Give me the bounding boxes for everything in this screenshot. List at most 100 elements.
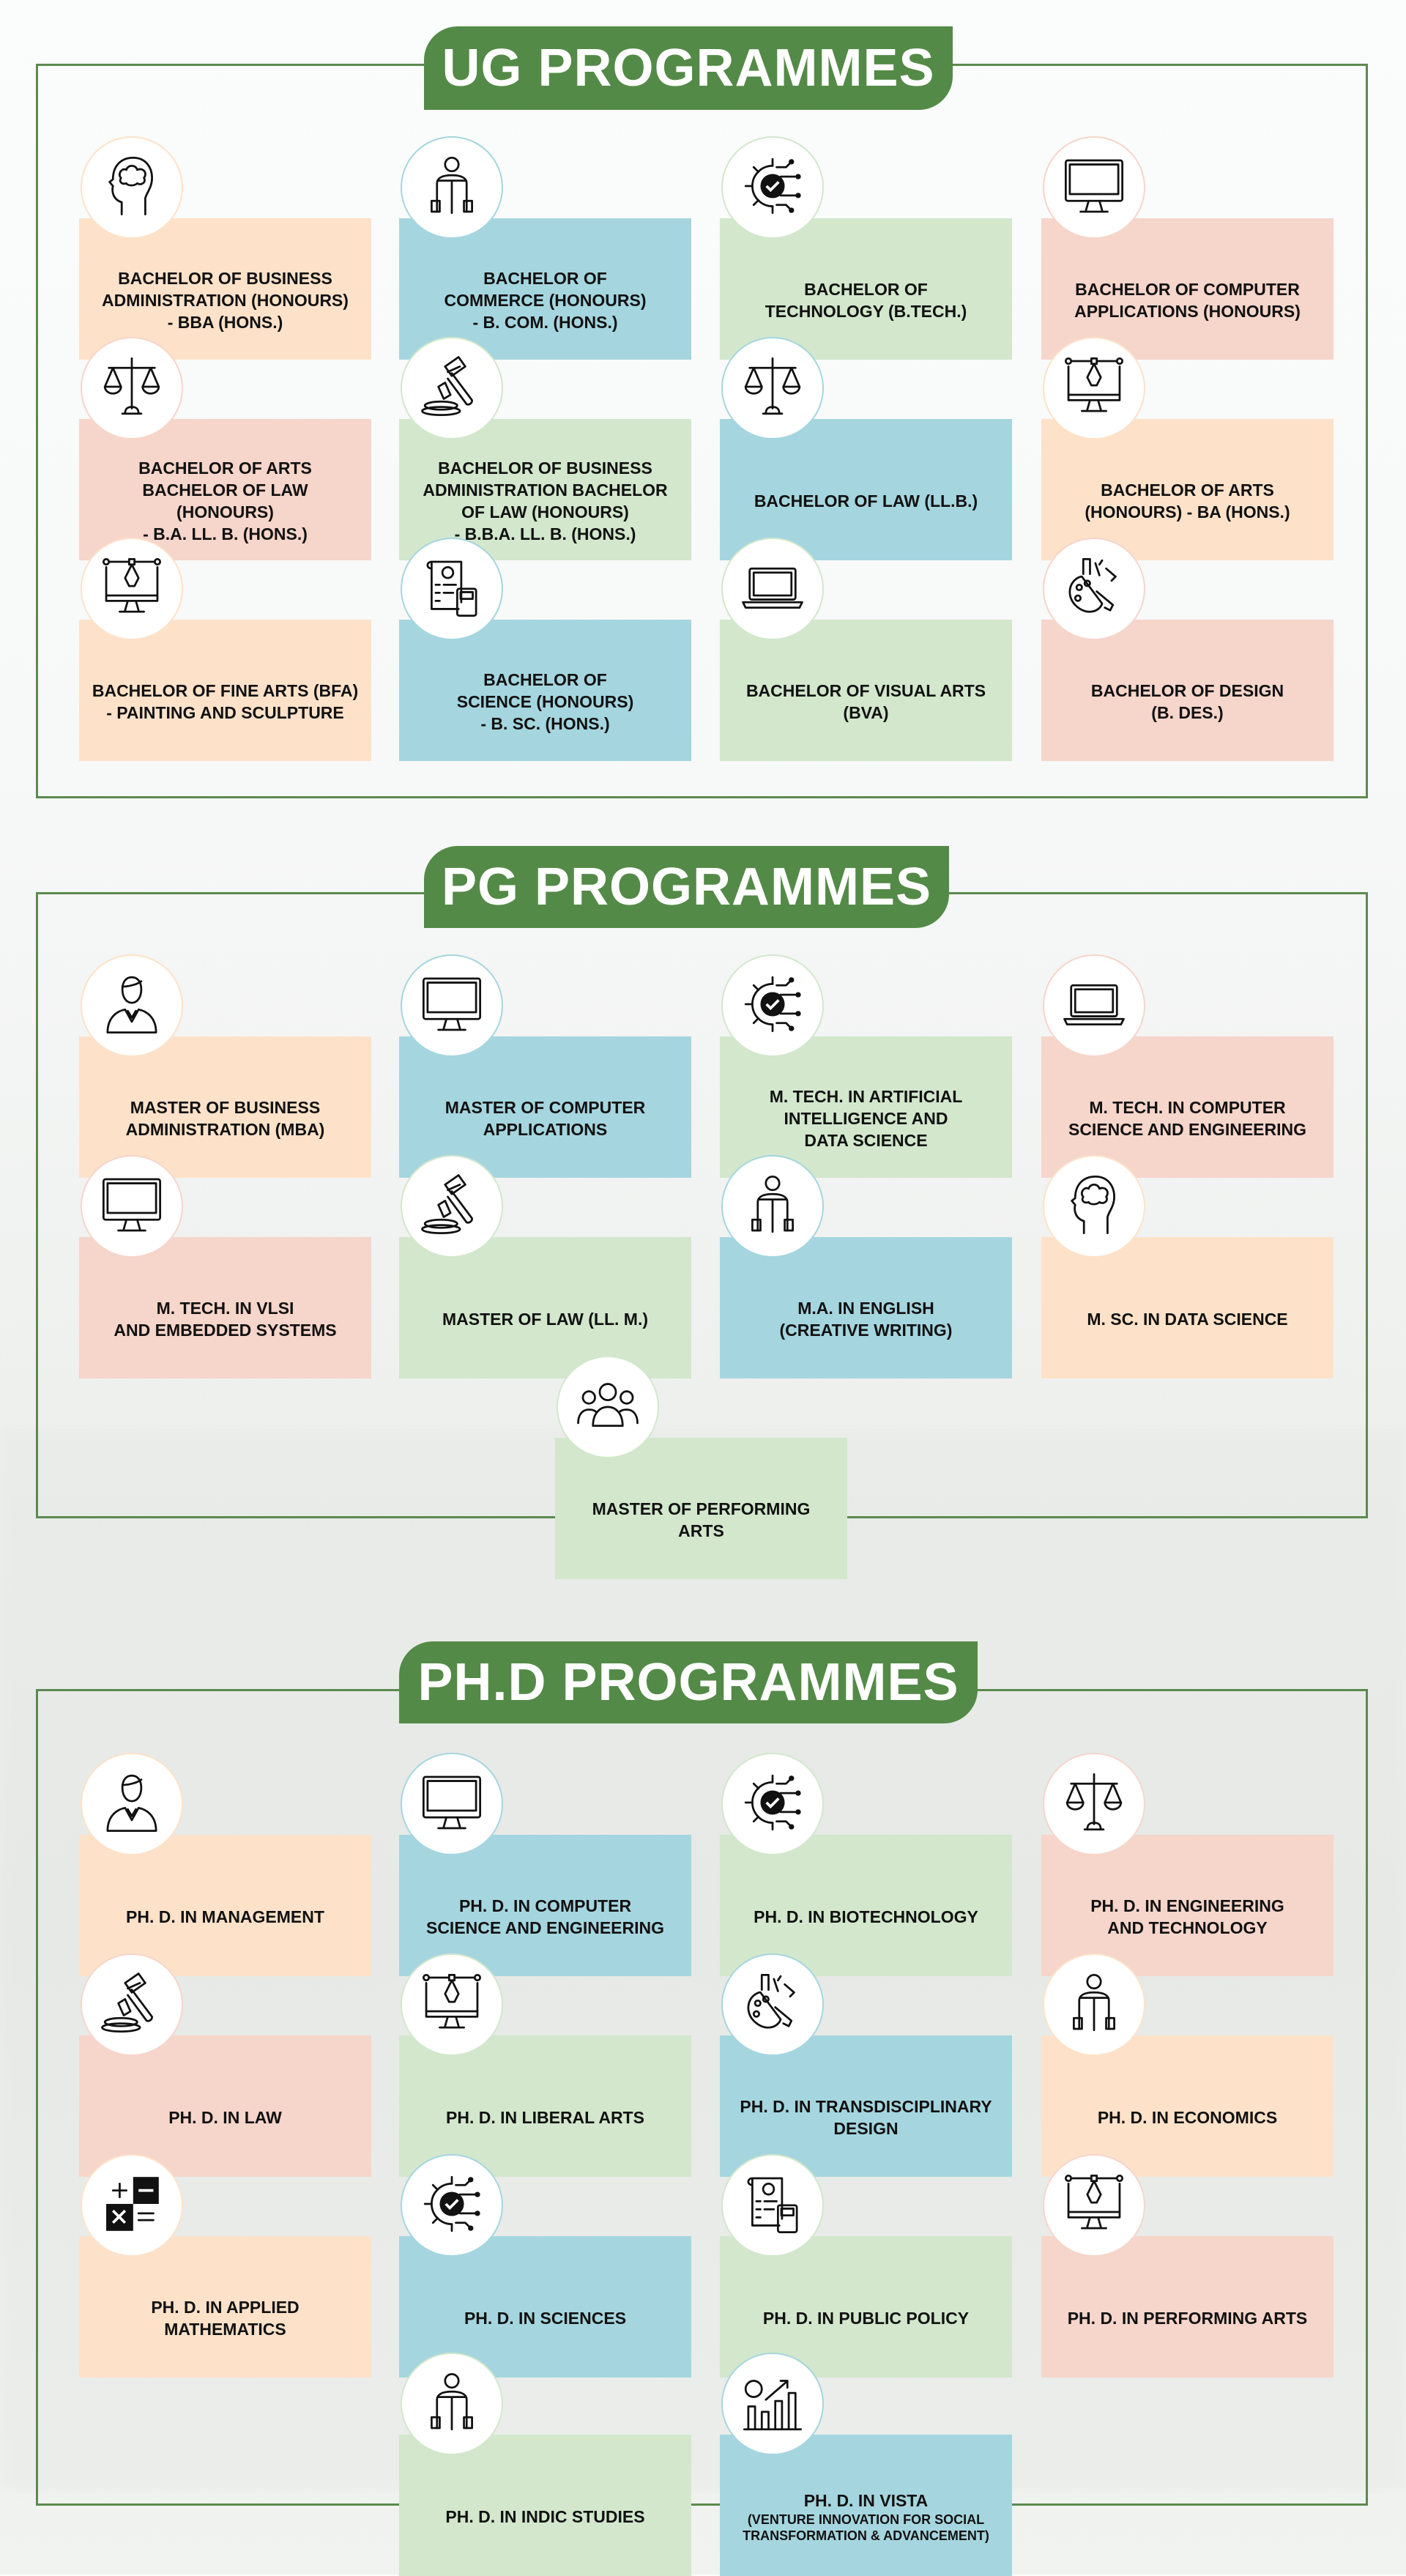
programme-card[interactable]: PH. D. IN BIOTECHNOLOGY	[720, 1835, 1012, 1976]
programme-card[interactable]: BACHELOR OF BUSINESS ADMINISTRATION BACH…	[399, 419, 691, 560]
programme-name: MASTER OF LAW (LL. M.)	[442, 1309, 649, 1329]
monitor-icon	[418, 970, 486, 1042]
programme-name: PH. D. IN TRANSDISCIPLINARY DESIGN	[740, 2096, 992, 2138]
programme-name: PH. D. IN PUBLIC POLICY	[762, 2308, 970, 2328]
programme-icon-badge	[721, 337, 824, 439]
laptop-icon	[1060, 970, 1128, 1042]
programme-icon-badge	[721, 2353, 824, 2455]
programme-card[interactable]: BACHELOR OF LAW (LL.B.)	[720, 419, 1012, 560]
programme-icon-badge	[721, 2154, 824, 2257]
programme-name: BACHELOR OF TECHNOLOGY (B.TECH.)	[765, 279, 967, 321]
programme-name: BACHELOR OF COMMERCE (HONOURS) - B. COM.…	[444, 268, 647, 332]
programme-name: M.A. IN ENGLISH (CREATIVE WRITING)	[779, 1298, 953, 1340]
monitor-icon	[98, 1171, 165, 1242]
programme-card-text: BACHELOR OF LAW (LL.B.)	[754, 490, 978, 512]
programme-name: PH. D. IN LAW	[168, 2107, 282, 2127]
programme-card-text: MASTER OF PERFORMING ARTS	[592, 1498, 811, 1542]
programme-card[interactable]: PH. D. IN VISTA(VENTURE INNOVATION FOR S…	[720, 2435, 1012, 2576]
scales-icon	[1060, 1769, 1128, 1840]
gear-check-icon	[739, 970, 806, 1042]
palette-icon	[739, 1970, 806, 2041]
programme-card-text: BACHELOR OF SCIENCE (HONOURS) - B. SC. (…	[457, 669, 634, 735]
programme-card[interactable]: MASTER OF LAW (LL. M.)	[399, 1237, 691, 1378]
programme-card[interactable]: MASTER OF BUSINESS ADMINISTRATION (MBA)	[79, 1036, 371, 1178]
scales-icon	[98, 353, 165, 424]
programme-subtitle: (VENTURE INNOVATION FOR SOCIAL TRANSFORM…	[743, 2512, 989, 2543]
programme-name: PH. D. IN MANAGEMENT	[126, 1907, 324, 1926]
pen-monitor-icon	[1060, 353, 1128, 424]
programme-card[interactable]: BACHELOR OF ARTS BACHELOR OF LAW (HONOUR…	[79, 419, 371, 560]
programme-card[interactable]: MASTER OF PERFORMING ARTS	[555, 1438, 847, 1579]
programme-card[interactable]: M.A. IN ENGLISH (CREATIVE WRITING)	[720, 1237, 1012, 1378]
programme-card[interactable]: PH. D. IN APPLIED MATHEMATICS	[79, 2236, 371, 2378]
programme-card-text: BACHELOR OF ARTS BACHELOR OF LAW (HONOUR…	[138, 457, 312, 545]
programme-name: BACHELOR OF ARTS (HONOURS) - BA (HONS.)	[1085, 480, 1290, 521]
programme-card-text: M. SC. IN DATA SCIENCE	[1087, 1308, 1287, 1330]
programme-icon-badge	[1043, 1155, 1145, 1258]
programme-card-text: BACHELOR OF FINE ARTS (BFA) - PAINTING A…	[92, 680, 358, 724]
programme-icon-badge	[81, 2154, 183, 2257]
programme-card-text: PH. D. IN PERFORMING ARTS	[1068, 2307, 1308, 2329]
programme-card-text: PH. D. IN LIBERAL ARTS	[446, 2107, 644, 2128]
programme-card-text: BACHELOR OF TECHNOLOGY (B.TECH.)	[765, 278, 967, 322]
programme-card[interactable]: BACHELOR OF FINE ARTS (BFA) - PAINTING A…	[79, 620, 371, 761]
programme-name: BACHELOR OF BUSINESS ADMINISTRATION BACH…	[423, 458, 668, 543]
programme-card[interactable]: M. TECH. IN COMPUTER SCIENCE AND ENGINEE…	[1041, 1036, 1334, 1178]
programme-card-text: BACHELOR OF BUSINESS ADMINISTRATION BACH…	[423, 457, 667, 545]
programme-icon-badge	[81, 1753, 183, 1855]
programme-card[interactable]: PH. D. IN PERFORMING ARTS	[1041, 2236, 1334, 2378]
programme-card[interactable]: PH. D. IN LAW	[79, 2035, 371, 2177]
reader-icon	[739, 1171, 806, 1242]
programme-icon-badge	[1043, 954, 1145, 1057]
programme-icon-badge	[1043, 538, 1145, 640]
pen-monitor-icon	[418, 1970, 486, 2041]
programme-icon-badge	[401, 136, 503, 239]
programme-card-text: MASTER OF BUSINESS ADMINISTRATION (MBA)	[126, 1096, 325, 1140]
programme-name: M. TECH. IN ARTIFICIAL INTELLIGENCE AND …	[769, 1086, 963, 1150]
gear-check-icon	[739, 152, 806, 223]
programme-card[interactable]: BACHELOR OF COMMERCE (HONOURS) - B. COM.…	[399, 218, 691, 360]
programme-icon-badge	[721, 1953, 824, 2056]
programme-card[interactable]: PH. D. IN ENGINEERING AND TECHNOLOGY	[1041, 1835, 1334, 1976]
programme-icon-badge	[81, 136, 183, 239]
programme-card[interactable]: PH. D. IN LIBERAL ARTS	[399, 2035, 691, 2177]
math-signs-icon	[98, 2170, 165, 2241]
programme-card[interactable]: PH. D. IN TRANSDISCIPLINARY DESIGN	[720, 2035, 1012, 2177]
programme-card[interactable]: BACHELOR OF TECHNOLOGY (B.TECH.)	[720, 218, 1012, 360]
programme-name: BACHELOR OF DESIGN (B. DES.)	[1090, 680, 1284, 722]
laptop-icon	[739, 554, 806, 625]
programme-card[interactable]: BACHELOR OF BUSINESS ADMINISTRATION (HON…	[79, 218, 371, 360]
programme-icon-badge	[721, 1753, 824, 1855]
programme-card[interactable]: PH. D. IN COMPUTER SCIENCE AND ENGINEERI…	[399, 1835, 691, 1976]
phd-section-title: PH.D PROGRAMMES	[399, 1641, 978, 1723]
programme-card[interactable]: M. SC. IN DATA SCIENCE	[1041, 1237, 1334, 1378]
programme-card[interactable]: BACHELOR OF VISUAL ARTS (BVA)	[720, 620, 1012, 761]
programme-card[interactable]: MASTER OF COMPUTER APPLICATIONS	[399, 1036, 691, 1178]
reader-icon	[418, 2369, 486, 2440]
programme-card[interactable]: M. TECH. IN ARTIFICIAL INTELLIGENCE AND …	[720, 1036, 1012, 1178]
pen-monitor-icon	[1060, 2170, 1128, 2241]
programme-name: BACHELOR OF COMPUTER APPLICATIONS (HONOU…	[1074, 279, 1301, 321]
programme-card[interactable]: BACHELOR OF DESIGN (B. DES.)	[1041, 620, 1334, 761]
programme-card[interactable]: PH. D. IN MANAGEMENT	[79, 1835, 371, 1976]
programme-card[interactable]: BACHELOR OF SCIENCE (HONOURS) - B. SC. (…	[399, 620, 691, 761]
programme-name: PH. D. IN VISTA	[803, 2490, 929, 2510]
gavel-icon	[98, 1970, 165, 2041]
programme-card[interactable]: BACHELOR OF ARTS (HONOURS) - BA (HONS.)	[1041, 419, 1334, 560]
programme-card[interactable]: PH. D. IN INDIC STUDIES	[399, 2435, 691, 2576]
programme-card-text: M.A. IN ENGLISH (CREATIVE WRITING)	[780, 1297, 953, 1341]
programme-card-text: PH. D. IN INDIC STUDIES	[445, 2506, 644, 2528]
programme-name: MASTER OF BUSINESS ADMINISTRATION (MBA)	[125, 1097, 325, 1139]
programme-icon-badge	[1043, 136, 1145, 239]
programme-card-text: M. TECH. IN ARTIFICIAL INTELLIGENCE AND …	[770, 1085, 963, 1151]
programme-card-text: M. TECH. IN VLSI AND EMBEDDED SYSTEMS	[114, 1297, 336, 1341]
programme-card[interactable]: PH. D. IN ECONOMICS	[1041, 2035, 1334, 2177]
gear-check-icon	[418, 2170, 486, 2241]
palette-icon	[1060, 554, 1128, 625]
programme-card[interactable]: M. TECH. IN VLSI AND EMBEDDED SYSTEMS	[79, 1237, 371, 1378]
programme-name: BACHELOR OF LAW (LL.B.)	[754, 491, 978, 511]
businessman-icon	[98, 1769, 165, 1840]
programme-card[interactable]: BACHELOR OF COMPUTER APPLICATIONS (HONOU…	[1041, 218, 1334, 360]
dollar-chart-icon	[739, 2369, 806, 2440]
programme-name: PH. D. IN LIBERAL ARTS	[446, 2107, 644, 2127]
